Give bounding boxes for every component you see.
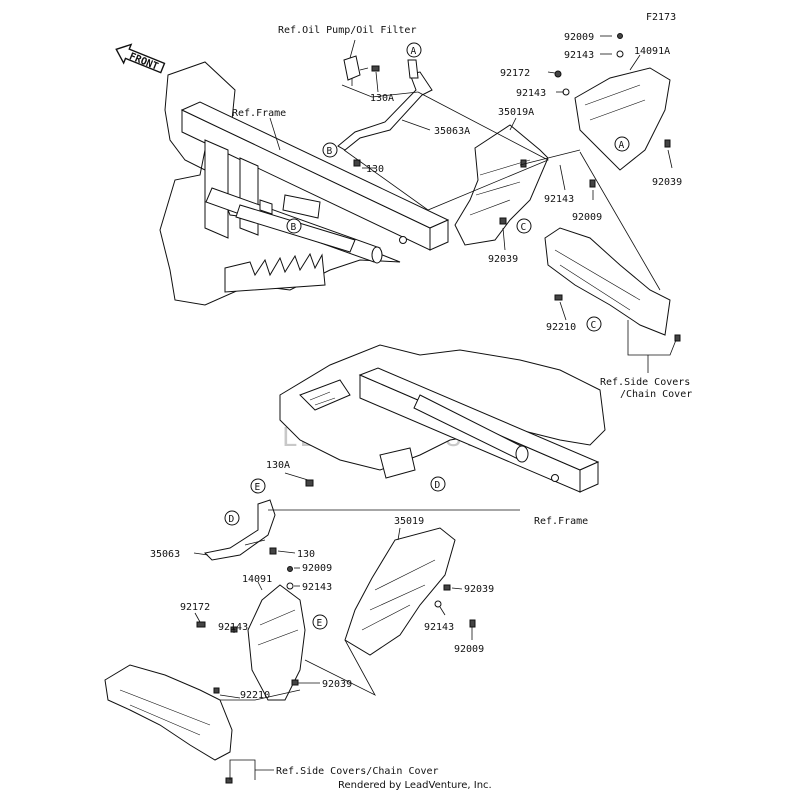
label-ref-frame-bottom: Ref.Frame (534, 516, 588, 527)
label-92210-bottom: 92210 (240, 690, 270, 701)
label-130: 130 (366, 164, 384, 175)
label-130A: 130A (370, 93, 394, 104)
label-92143-top-a: 92143 (564, 50, 594, 61)
label-92009-top-a: 92009 (564, 32, 594, 43)
figure-code: F2173 (646, 12, 676, 23)
svg-text:A: A (619, 140, 625, 151)
callout-d-frame: D (430, 476, 446, 492)
callouts: A A B B C C D D (224, 42, 630, 630)
svg-text:B: B (291, 222, 297, 233)
label-chain-cover-top: /Chain Cover (620, 389, 692, 400)
bolt-icon (353, 159, 361, 167)
bottom-leader-lines (193, 472, 520, 780)
label-35019: 35019 (394, 516, 424, 527)
label-92039-top-a: 92039 (652, 177, 682, 188)
svg-text:B: B (327, 146, 333, 157)
bottom-labels: Ref.Frame 130A 35063 130 35019 14091 920… (150, 460, 588, 777)
label-92039-bottom-b: 92039 (322, 679, 352, 690)
label-ref-side-covers-bottom: Ref.Side Covers/Chain Cover (276, 766, 439, 777)
callout-b-top: B (322, 142, 338, 158)
svg-text:A: A (411, 46, 417, 57)
svg-text:C: C (591, 320, 597, 331)
label-92143-bottom-b: 92143 (218, 622, 248, 633)
svg-text:E: E (317, 618, 323, 629)
bottom-frame-assembly (104, 344, 606, 784)
label-35063A: 35063A (434, 126, 470, 137)
label-92143-bottom-a: 92143 (302, 582, 332, 593)
label-14091: 14091 (242, 574, 272, 585)
label-92143-bottom-c: 92143 (424, 622, 454, 633)
callout-e-cover: E (312, 614, 328, 630)
label-35063: 35063 (150, 549, 180, 560)
label-92009-bottom-a: 92009 (302, 563, 332, 574)
front-arrow-icon: FRONT (115, 43, 166, 74)
callout-b-frame: B (286, 218, 302, 234)
label-130A-bottom: 130A (266, 460, 290, 471)
callout-a-right: A (614, 136, 630, 152)
label-92210-top: 92210 (546, 322, 576, 333)
svg-text:D: D (435, 480, 441, 491)
label-ref-frame: Ref.Frame (232, 108, 286, 119)
label-92172-top: 92172 (500, 68, 530, 79)
top-labels: Ref.Oil Pump/Oil Filter Ref.Frame 130A 3… (232, 25, 692, 400)
label-ref-side-covers-top: Ref.Side Covers (600, 377, 690, 388)
callout-d-bracket: D (224, 510, 240, 526)
label-92172-bottom: 92172 (180, 602, 210, 613)
svg-text:E: E (255, 482, 261, 493)
top-frame-assembly (159, 33, 681, 342)
label-ref-oil-pump: Ref.Oil Pump/Oil Filter (278, 25, 416, 36)
label-92009-top-b: 92009 (572, 212, 602, 223)
svg-text:D: D (229, 514, 235, 525)
label-92009-bottom-b: 92009 (454, 644, 484, 655)
label-14091A: 14091A (634, 46, 670, 57)
label-92143-top-c: 92143 (544, 194, 574, 205)
label-92039-top-b: 92039 (488, 254, 518, 265)
svg-text:C: C (521, 222, 527, 233)
label-92143-top-b: 92143 (516, 88, 546, 99)
callout-a-top: A (406, 42, 422, 58)
bolt-icon (359, 65, 380, 72)
label-35019A: 35019A (498, 107, 534, 118)
label-130-bottom: 130 (297, 549, 315, 560)
top-leader-lines (269, 35, 677, 373)
callout-c-cover: C (586, 316, 602, 332)
callout-e-bracket: E (250, 478, 266, 494)
credit-text: Rendered by LeadVenture, Inc. (338, 780, 492, 791)
callout-c-guard: C (516, 218, 532, 234)
label-92039-bottom-a: 92039 (464, 584, 494, 595)
